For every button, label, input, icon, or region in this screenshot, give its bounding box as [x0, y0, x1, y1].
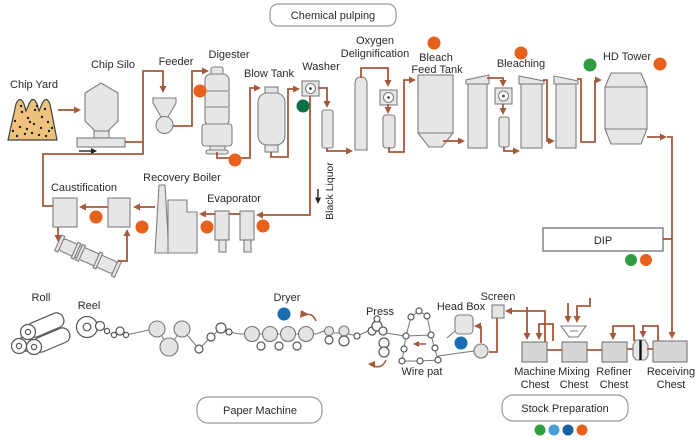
dot-digester-orange [193, 84, 207, 98]
dot-evaporator1-orange [200, 220, 214, 234]
legend-dots [534, 424, 588, 436]
roll-stack [10, 312, 71, 356]
washer-1 [301, 80, 320, 97]
paper-machine-box [196, 396, 323, 424]
stock-preparation-label: Stock Preparation [521, 403, 608, 415]
dot-bleaching-orange [514, 46, 528, 60]
washer-2 [379, 89, 398, 106]
legend-dot-dark-blue [562, 424, 574, 436]
bleach-feed-tank-shape [416, 74, 455, 148]
stock-preparation-box [501, 394, 629, 422]
digester-shape [201, 66, 233, 155]
dot-hdtower-green [583, 58, 597, 72]
refiner-symbol [632, 339, 649, 361]
recovery-boiler-shape [154, 184, 198, 254]
legend-dot-light-blue [548, 424, 560, 436]
bleach-feed-tank-label-1: Bleach [419, 52, 453, 64]
machine-chest-label-2: Chest [521, 379, 550, 391]
hd-tower-label: HD Tower [603, 51, 651, 63]
machine-chest-label-1: Machine [514, 366, 556, 378]
screen-shape [491, 304, 505, 319]
wire-pat-label: Wire pat [402, 366, 443, 378]
dot-caustification-orange [89, 210, 103, 224]
receiving-chest-label-2: Chest [657, 379, 686, 391]
bleaching-column [498, 116, 510, 148]
blow-tank-label: Blow Tank [244, 68, 294, 80]
oxygen-delignification-label-2: Delignification [341, 48, 409, 60]
oxygen-delignification-column [354, 76, 368, 151]
caustification-shape [52, 197, 131, 228]
dot-hdtower-orange [653, 57, 667, 71]
conveyor-direction-arrow [79, 148, 97, 154]
dot-blowline-orange [228, 153, 242, 167]
dot-dip-green [625, 254, 637, 266]
dot-evaporator2-orange [256, 219, 270, 233]
receiving-chest-label-1: Receiving [647, 366, 695, 378]
washer-label: Washer [302, 61, 340, 73]
diagram-labels: Chemical pulping Paper Machine Stock Pre… [10, 10, 695, 417]
chip-silo-label: Chip Silo [91, 59, 135, 71]
post-o2-column [382, 114, 396, 149]
mixing-chest-label-1: Mixing [558, 366, 590, 378]
chemical-pulping-label: Chemical pulping [291, 10, 375, 22]
bleaching-label: Bleaching [497, 58, 545, 70]
feeder-shape [152, 97, 177, 135]
stock-prep-chests [521, 325, 688, 363]
refiner-chest-label-2: Chest [600, 379, 629, 391]
paper-machine-label: Paper Machine [223, 405, 297, 417]
legend-dot-green [534, 424, 546, 436]
dryer-label: Dryer [274, 292, 301, 304]
chip-yard-shape [7, 98, 58, 141]
dot-headbox-blue [454, 336, 468, 350]
press-label: Press [366, 306, 395, 318]
paper-machine-line [75, 315, 475, 357]
evaporator-shape [214, 210, 255, 253]
press-rotation-arrow [373, 359, 387, 368]
screen-label: Screen [481, 291, 516, 303]
head-box-label: Head Box [437, 301, 486, 313]
bleaching-tower-3 [553, 75, 579, 149]
chip-yard-label: Chip Yard [10, 79, 58, 91]
dot-dip-orange [640, 254, 652, 266]
dot-bleachfeed-orange [427, 36, 441, 50]
reel-label: Reel [78, 300, 101, 312]
process-pipes [42, 67, 676, 368]
chip-dots [11, 104, 54, 138]
black-liquor-flow-arrow [315, 189, 321, 204]
washer-3 [494, 87, 513, 105]
digester-label: Digester [209, 49, 250, 61]
press-section [367, 315, 390, 358]
wire-section [398, 307, 442, 365]
hd-tower-shape [604, 72, 648, 145]
washer-column [321, 109, 334, 149]
refiner-chest-label-1: Refiner [596, 366, 632, 378]
feeder-label: Feeder [159, 56, 194, 68]
oxygen-delignification-label-1: Oxygen [356, 35, 394, 47]
evaporator-label: Evaporator [207, 193, 261, 205]
bleaching-tower-2 [518, 75, 545, 149]
mixing-chest-label-2: Chest [560, 379, 589, 391]
conveyor [76, 137, 126, 148]
dip-label: DIP [594, 235, 612, 247]
dot-dryer-blue [277, 307, 291, 321]
recovery-boiler-label: Recovery Boiler [143, 172, 221, 184]
caustification-label: Caustification [51, 182, 117, 194]
chip-silo-shape [76, 82, 126, 148]
head-box-shape [454, 314, 474, 335]
dot-washer-green [296, 99, 310, 113]
chemical-pulping-box [269, 3, 397, 27]
roll-label: Roll [32, 292, 51, 304]
dot-recoveryboiler-orange [135, 220, 149, 234]
wire-pit-pump [473, 343, 489, 359]
legend-dot-orange [576, 424, 588, 436]
process-dots [89, 36, 667, 350]
blow-tank-shape [257, 86, 286, 153]
bleaching-tower-1 [465, 74, 490, 149]
bleach-feed-tank-label-2: Feed Tank [411, 64, 463, 76]
black-liquor-label: Black Liquor [324, 162, 336, 220]
lime-kiln-shape [53, 234, 123, 278]
